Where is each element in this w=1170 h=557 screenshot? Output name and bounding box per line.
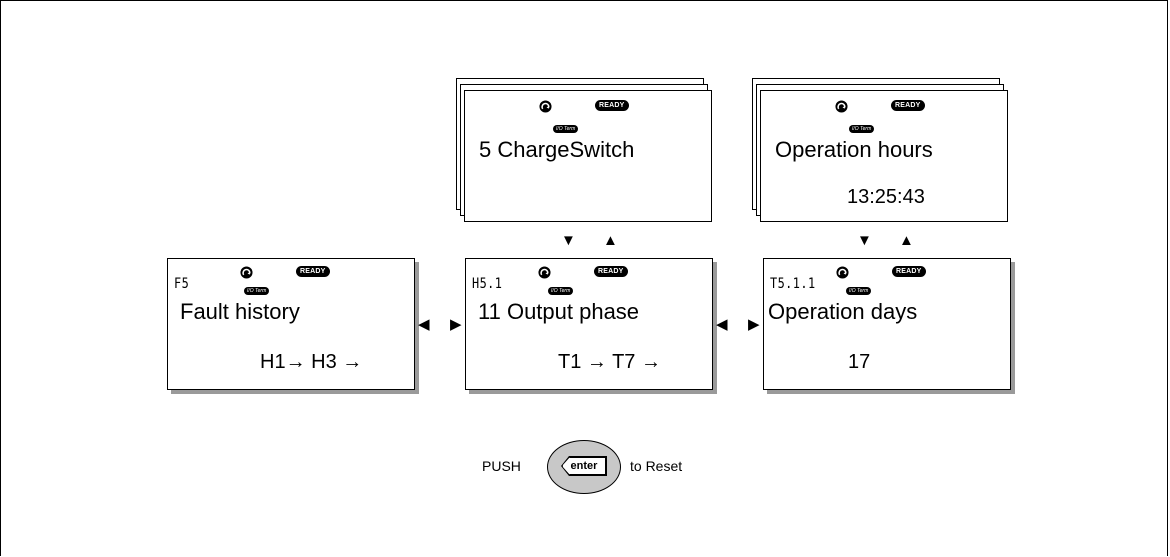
run-icon: [539, 100, 552, 113]
arrow-right: ▶: [450, 316, 462, 333]
panel-line2: T1 → T7 →: [558, 351, 661, 373]
lcd-panel-fault-history: READY F5 I/O Term Fault history H1→ H3 →: [167, 258, 415, 390]
lcd-panel-operation-hours: READY I/O Term Operation hours 13:25:43: [760, 90, 1008, 222]
ready-badge: READY: [296, 266, 330, 277]
ready-badge: READY: [892, 266, 926, 277]
panel-line1: Operation days: [768, 299, 918, 324]
menu-code: T5.1.1: [770, 276, 816, 292]
arrow-down: ▼: [561, 232, 576, 249]
io-term-badge: I/O Term: [846, 287, 872, 295]
lcd-panel-output-phase: READY H5.1 I/O Term 11 Output phase T1 →…: [465, 258, 713, 390]
run-icon: [240, 266, 253, 279]
panel-line2: 13:25:43: [847, 186, 925, 208]
io-term-badge: I/O Term: [548, 287, 574, 295]
lcd-panel-operation-days: READY T5.1.1 I/O Term Operation days 17: [763, 258, 1011, 390]
arrow-left: ◀: [716, 316, 728, 333]
run-icon: [836, 266, 849, 279]
arrow-up: ▲: [899, 232, 914, 249]
ready-badge: READY: [594, 266, 628, 277]
panel-line1: Operation hours: [775, 137, 933, 162]
ready-badge: READY: [891, 100, 925, 111]
arrow-down: ▼: [857, 232, 872, 249]
panel-line2: H1→ H3 →: [260, 351, 363, 373]
run-icon: [538, 266, 551, 279]
run-icon: [835, 100, 848, 113]
menu-code: F5: [174, 276, 190, 292]
io-term-badge: I/O Term: [553, 125, 579, 133]
arrow-right: ▶: [748, 316, 760, 333]
io-term-badge: I/O Term: [244, 287, 270, 295]
menu-code: H5.1: [472, 276, 503, 292]
enter-button[interactable]: enter: [547, 440, 621, 494]
enter-key-label: enter: [562, 457, 606, 475]
panel-line1: 11 Output phase: [478, 299, 640, 324]
panel-line1: 5 ChargeSwitch: [479, 137, 635, 162]
ready-badge: READY: [595, 100, 629, 111]
io-term-badge: I/O Term: [849, 125, 875, 133]
lcd-panel-charge-switch: READY I/O Term 5 ChargeSwitch: [464, 90, 712, 222]
panel-line2: 17: [848, 351, 871, 373]
arrow-left: ◀: [418, 316, 430, 333]
push-label: PUSH: [482, 458, 521, 474]
arrow-up: ▲: [603, 232, 618, 249]
panel-line1: Fault history: [180, 299, 300, 324]
reset-label: to Reset: [630, 458, 683, 474]
